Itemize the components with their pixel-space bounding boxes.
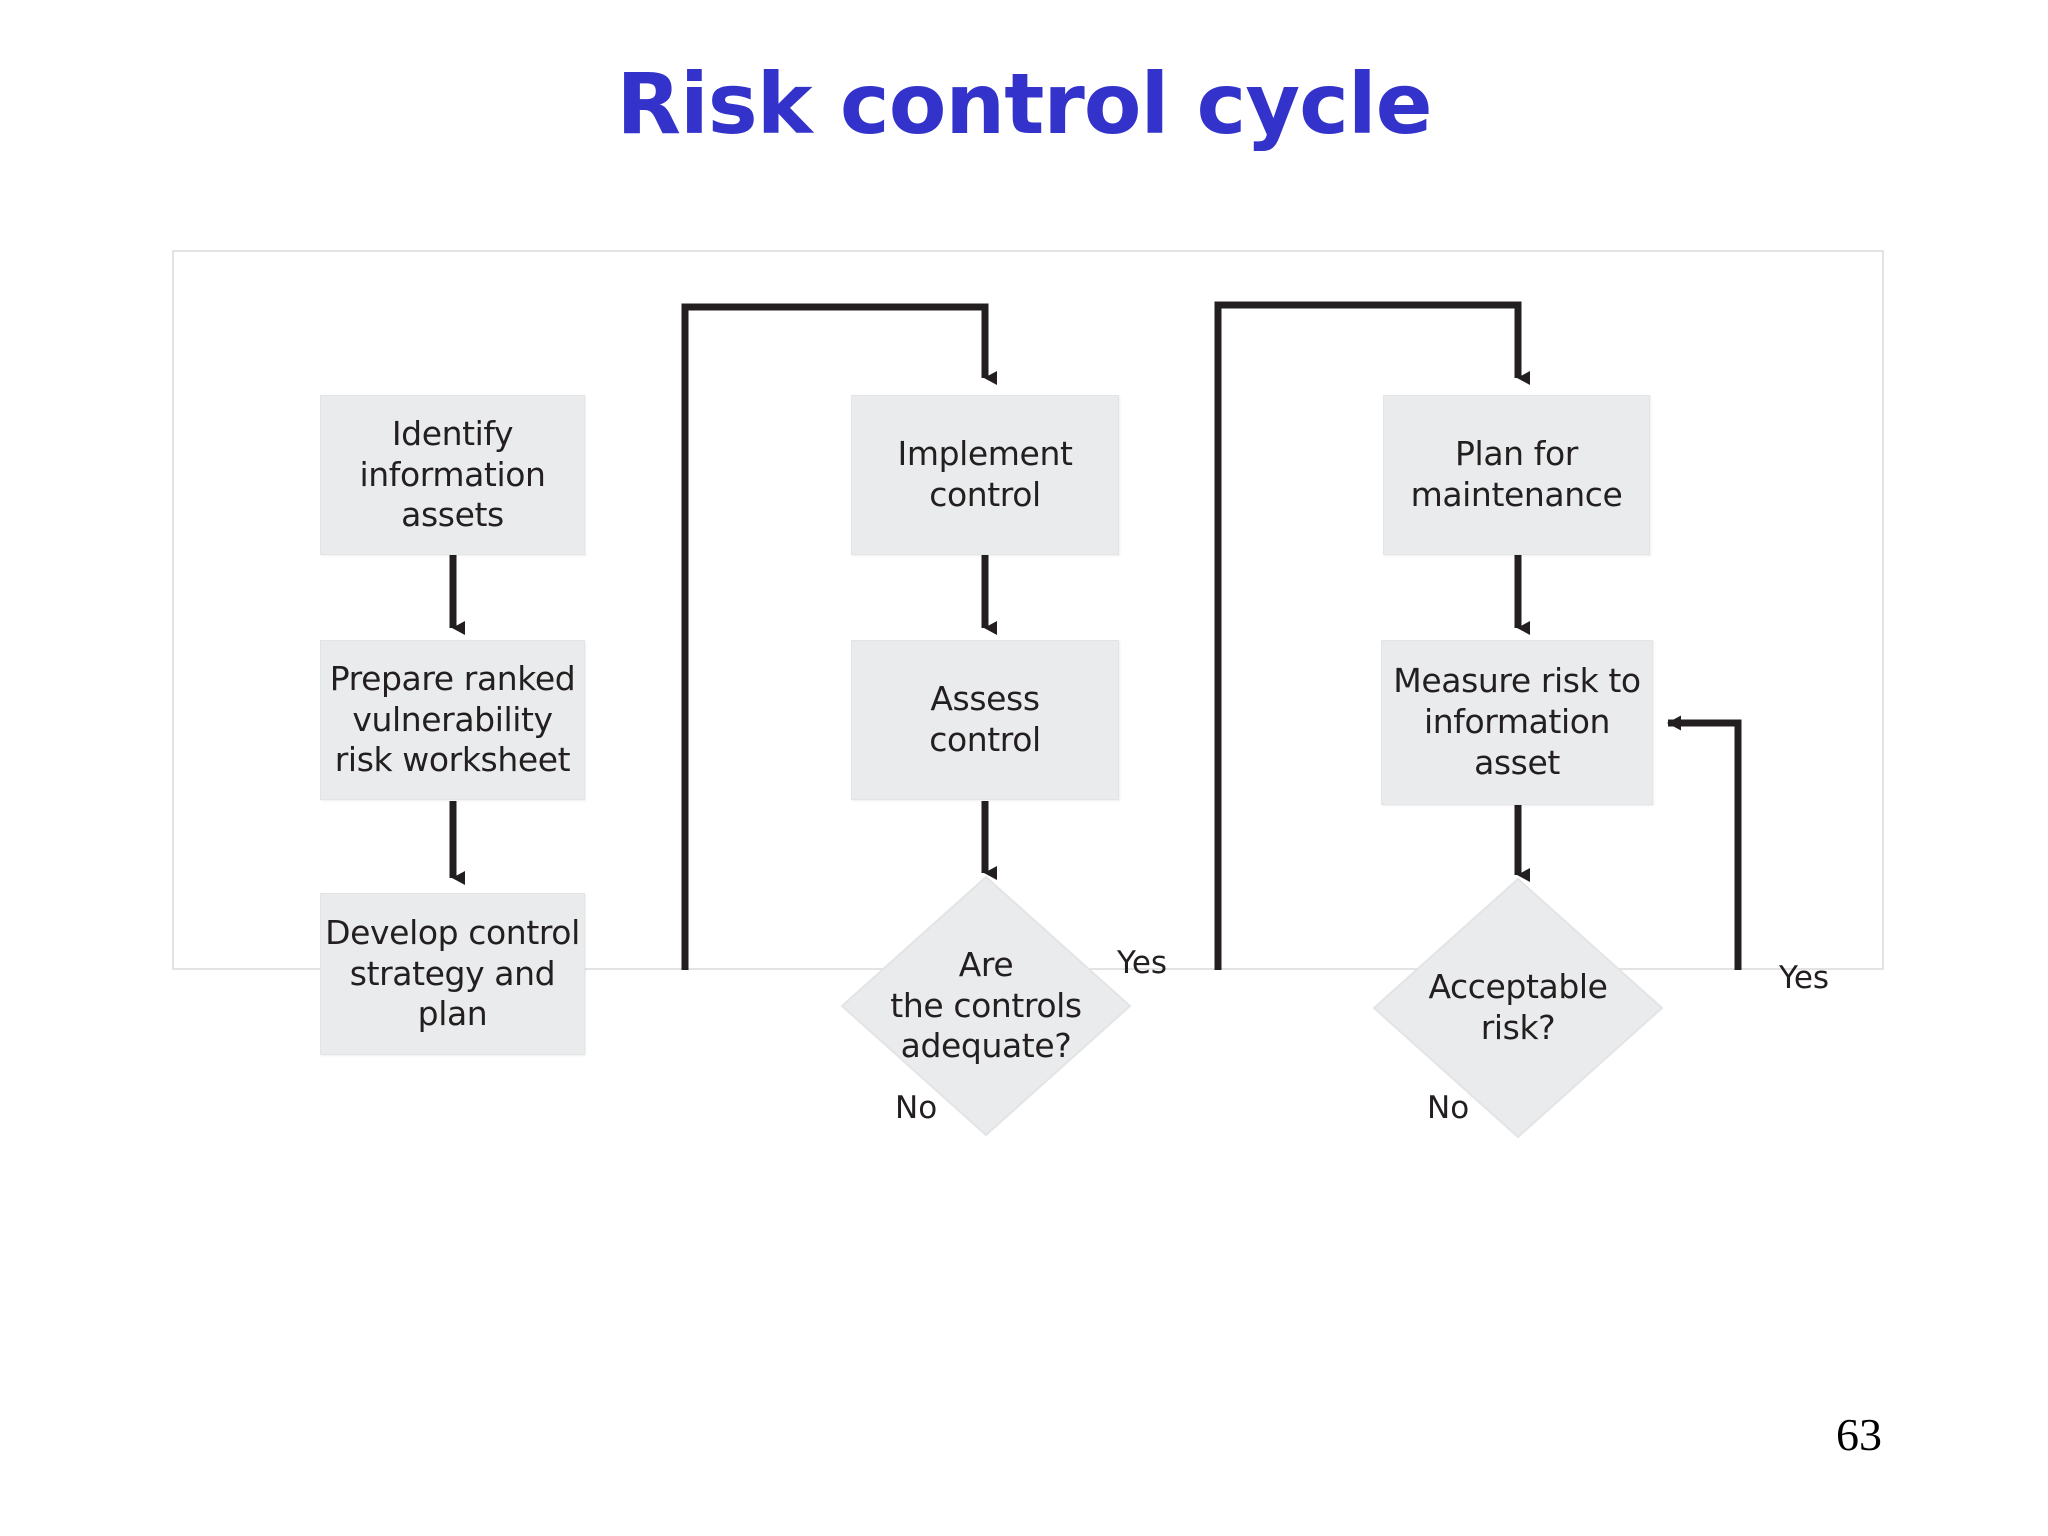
edge-controls-yes-to-plan bbox=[1214, 301, 1530, 970]
flowchart-connectors bbox=[449, 301, 1742, 970]
edge-acceptable-yes-to-measure bbox=[1667, 715, 1742, 970]
edge-develop-to-implement bbox=[681, 303, 997, 970]
diamond-shape bbox=[840, 875, 1132, 1137]
page-number: 63 bbox=[1836, 1409, 1882, 1460]
edge-label-acceptable-risk-yes: Yes bbox=[1779, 960, 1830, 996]
page-title: Risk control cycle bbox=[616, 55, 1432, 153]
diagram-frame bbox=[172, 250, 1884, 970]
edge-label-controls-adequate-yes: Yes bbox=[1117, 945, 1168, 981]
diamond-shape bbox=[1372, 877, 1664, 1139]
edge-label-controls-adequate-no: No bbox=[895, 1090, 938, 1126]
edge-label-acceptable-risk-no: No bbox=[1427, 1090, 1470, 1126]
